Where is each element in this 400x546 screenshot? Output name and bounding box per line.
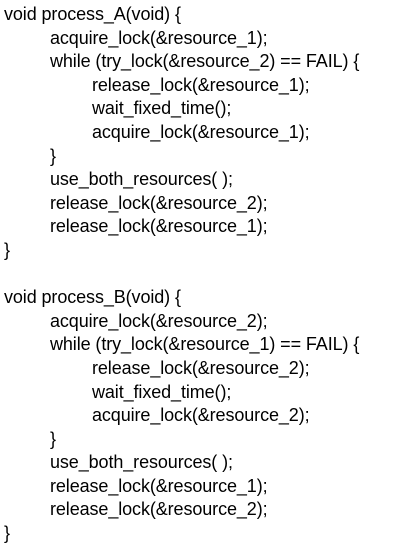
code-line: use_both_resources( );: [50, 452, 233, 473]
code-line: release_lock(&resource_2);: [50, 499, 268, 520]
code-line: void process_B(void) {: [4, 287, 181, 308]
code-line: }: [50, 428, 56, 449]
code-line: acquire_lock(&resource_2);: [92, 405, 310, 426]
code-line: release_lock(&resource_1);: [92, 74, 310, 95]
code-line: release_lock(&resource_1);: [50, 475, 268, 496]
code-line: }: [4, 239, 10, 260]
code-line: }: [4, 523, 10, 544]
code-line: use_both_resources( );: [50, 169, 233, 190]
code-line: while (try_lock(&resource_2) == FAIL) {: [50, 51, 360, 72]
code-line: acquire_lock(&resource_1);: [50, 27, 268, 48]
code-line: void process_A(void) {: [4, 4, 181, 24]
code-line: release_lock(&resource_2);: [92, 357, 310, 378]
code-line: release_lock(&resource_2);: [50, 192, 268, 213]
code-line: wait_fixed_time();: [92, 98, 232, 119]
code-line: while (try_lock(&resource_1) == FAIL) {: [50, 334, 360, 355]
blank-line: [4, 263, 398, 287]
code-line: acquire_lock(&resource_2);: [50, 310, 268, 331]
function-block-process-a: void process_A(void) { acquire_lock(&res…: [4, 3, 398, 263]
code-line: release_lock(&resource_1);: [50, 216, 268, 237]
code-line: }: [50, 145, 56, 166]
code-line: wait_fixed_time();: [92, 381, 232, 402]
code-line: acquire_lock(&resource_1);: [92, 121, 310, 142]
function-block-process-b: void process_B(void) { acquire_lock(&res…: [4, 286, 398, 546]
code-listing: void process_A(void) { acquire_lock(&res…: [4, 3, 398, 546]
